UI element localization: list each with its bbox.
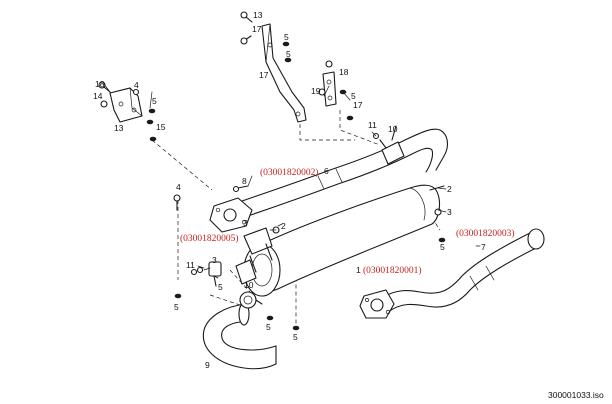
flange-8-gasket <box>209 197 253 233</box>
reference-code-labels: (03001820002) (03001820005) (03001820003… <box>180 167 515 276</box>
part-label-17-right: 17 <box>353 100 363 110</box>
part-label-18: 13 <box>253 10 263 20</box>
part-label-4-center: 4 <box>176 182 181 192</box>
lower-fasteners <box>174 237 446 331</box>
bracket-18 <box>322 71 337 107</box>
part-label-13: 13 <box>114 123 124 133</box>
tail-pipe-flange <box>359 289 395 319</box>
muffler-bracket-assembly <box>235 226 280 285</box>
part-label-9: 9 <box>205 360 210 370</box>
part-label-5-lower-c: 5 <box>266 322 271 332</box>
clamp-10-upper <box>372 125 405 165</box>
nuts-5-top <box>282 41 292 63</box>
part-label-11-lower: 11 <box>186 260 195 270</box>
part-label-18-right: 18 <box>339 67 349 77</box>
part-label-3-lower: 3 <box>212 255 217 265</box>
part-label-7: 7 <box>481 242 486 252</box>
part-label-5-tail: 5 <box>440 242 445 252</box>
rubber-mount-3 <box>196 261 222 287</box>
part-label-6: 6 <box>324 166 329 176</box>
bolt-4-center <box>173 194 181 211</box>
front-pipe-9 <box>202 302 277 370</box>
drawing-number: 300001033.iso <box>548 390 604 400</box>
ref-code-tail-pipe: (03001820003) <box>456 228 515 239</box>
part-label-10-lower: 10 <box>244 280 254 290</box>
part-label-15: 15 <box>156 122 166 132</box>
assembly-guide-lines <box>151 110 441 325</box>
part-label-16: 17 <box>259 70 269 80</box>
part-label-4-left: 4 <box>134 80 139 90</box>
ref-code-muffler: (03001820001) <box>363 265 422 276</box>
part-label-17-top: 17 <box>252 24 262 34</box>
bolt-8 <box>232 185 249 193</box>
leader-lines <box>103 83 481 279</box>
part-label-18-left: 18 <box>95 79 105 89</box>
part-label-8: 8 <box>242 176 247 186</box>
part-label-14: 14 <box>93 91 103 101</box>
bracket-13-fasteners <box>98 81 157 142</box>
part-label-5-lower-b: 5 <box>174 302 179 312</box>
hanger-bracket-16 <box>261 23 307 123</box>
part-label-5-lower-d: 5 <box>293 332 298 342</box>
muffler-1 <box>243 184 445 297</box>
part-label-2-right: 2 <box>447 184 452 194</box>
part-label-5-left: 5 <box>152 96 157 106</box>
part-label-10-top: 10 <box>388 124 398 134</box>
clamp-10-lower <box>239 291 263 309</box>
part-label-3-center: 3 <box>243 218 248 228</box>
part-label-3-right: 3 <box>447 207 452 217</box>
part-number-labels: 13 17 5 5 17 18 4 14 5 13 15 18 19 5 17 … <box>93 10 486 370</box>
part-label-2-center: 2 <box>281 221 286 231</box>
part-label-5-lower-a: 5 <box>218 282 223 292</box>
bracket-13 <box>109 87 143 123</box>
ref-code-bracket-clamp: (03001820005) <box>180 233 239 244</box>
bolt-17-top <box>240 11 253 45</box>
part-label-5-mid: 5 <box>286 49 291 59</box>
part-label-19: 19 <box>311 86 321 96</box>
part-label-1: 1 <box>356 265 361 275</box>
part-label-11-top: 11 <box>368 120 377 130</box>
part-label-5-right: 5 <box>351 91 356 101</box>
tail-pipe-7 <box>377 228 545 313</box>
ref-code-upper-pipe: (03001820002) <box>260 167 319 178</box>
part-label-5-top: 5 <box>284 32 289 42</box>
